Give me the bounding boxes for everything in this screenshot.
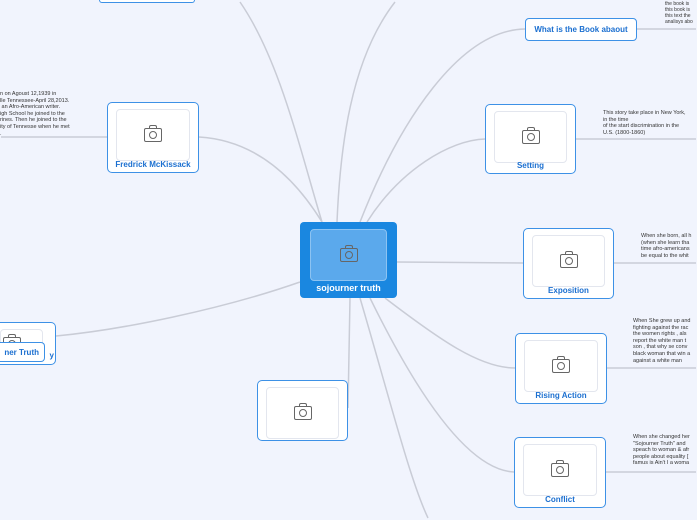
image-placeholder <box>532 235 605 287</box>
topic-note: n on Agoust 12,1939 in lle Tennessee-Apr… <box>0 91 70 137</box>
central-label: sojourner truth <box>316 283 381 293</box>
topic-label: Rising Action <box>535 391 587 400</box>
camera-icon <box>293 403 312 420</box>
topic-what-is-the-book-about[interactable]: What is the Book abaout <box>525 18 637 41</box>
image-placeholder <box>310 229 387 281</box>
topic-label-suffix: y <box>49 351 54 360</box>
camera-icon <box>551 460 569 477</box>
topic-label-edit[interactable]: ner Truth <box>0 342 45 362</box>
topic-rising-action[interactable]: Rising Action <box>515 333 607 404</box>
topic-note: When she born, all h (when she learn tha… <box>641 233 692 259</box>
image-placeholder <box>524 340 598 392</box>
topic-label: Exposition <box>548 286 589 295</box>
topic-note: This story take place in New York, in th… <box>603 110 686 136</box>
image-placeholder <box>494 111 567 163</box>
topic-label: Setting <box>516 161 545 170</box>
topic-note: When she changed her "Sojourner Truth" a… <box>633 434 690 467</box>
topic-label: Conflict <box>545 495 575 504</box>
topic-conflict[interactable]: Conflict <box>514 437 606 508</box>
topic-node-top[interactable] <box>99 0 195 3</box>
camera-icon <box>521 127 540 144</box>
image-placeholder <box>116 109 190 161</box>
camera-icon <box>339 245 358 262</box>
image-placeholder <box>523 444 597 496</box>
camera-icon <box>552 356 570 373</box>
camera-icon <box>559 251 578 268</box>
image-placeholder <box>266 387 339 439</box>
topic-note: When She grew up and fighting against th… <box>633 318 691 364</box>
topic-label: Fredrick McKissack <box>115 160 191 169</box>
topic-fredrick-mckissack[interactable]: Fredrick McKissack <box>107 102 199 173</box>
camera-icon <box>144 125 162 142</box>
central-topic[interactable]: sojourner truth <box>300 222 397 298</box>
topic-exposition[interactable]: Exposition <box>523 228 614 299</box>
topic-empty[interactable] <box>257 380 348 441</box>
topic-setting[interactable]: Setting <box>485 104 576 174</box>
topic-note: the book is this book is this text the a… <box>665 1 693 25</box>
